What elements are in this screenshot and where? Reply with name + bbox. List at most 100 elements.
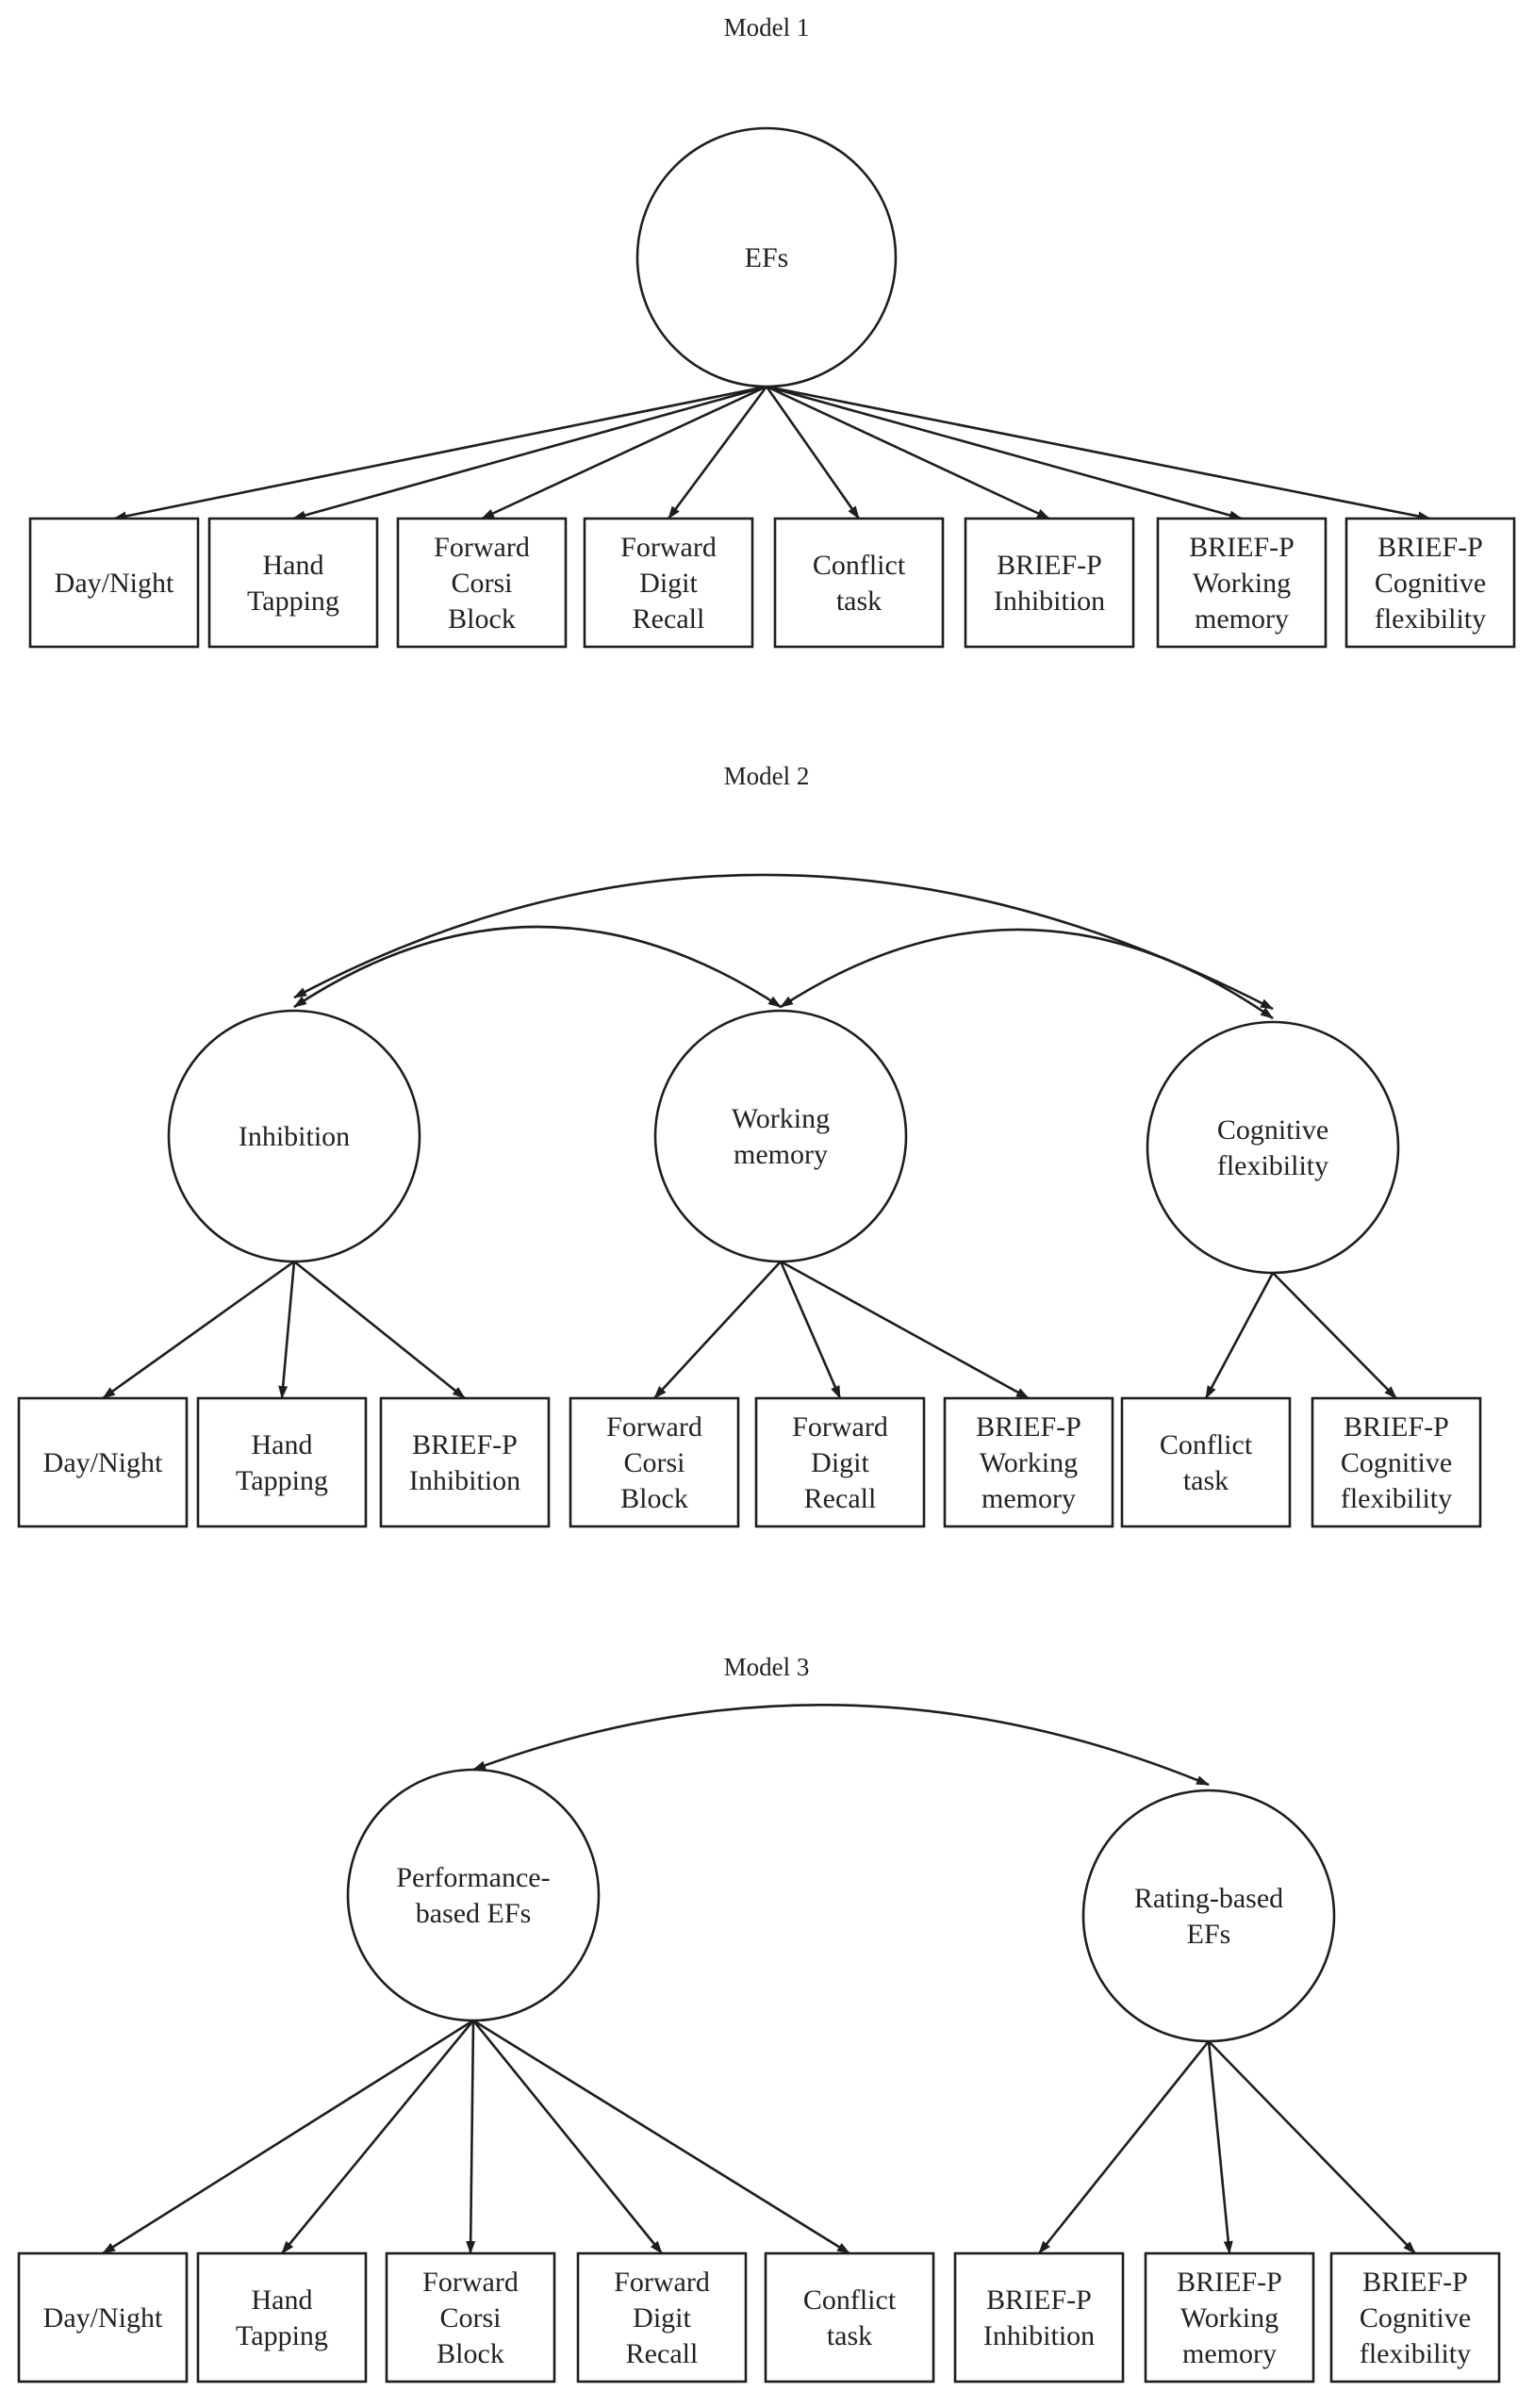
loading-arrow-inh-m2-brief-inh <box>293 1260 466 1400</box>
indicator-m2-brief-inh-label: BRIEF-P Inhibition <box>409 1429 520 1496</box>
indicator-m2-daynight-label: Day/Night <box>43 1447 163 1478</box>
indicator-m1-brief-inh-box <box>964 517 1135 649</box>
indicator-m2-corsi-box <box>569 1396 740 1528</box>
indicator-m3-brief-wm-label-line: memory <box>1182 2338 1277 2369</box>
indicator-m3-brief-wm-box <box>1144 2251 1315 2383</box>
indicator-m2-hand-box <box>196 1396 368 1528</box>
loading-arrow-rating-m3-brief-cf <box>1208 2040 1416 2254</box>
loading-arrow-perf-m3-digit <box>471 2020 664 2254</box>
latent-rating-label-line: Rating-based <box>1134 1883 1283 1914</box>
latent-efs-label: EFs <box>745 242 789 273</box>
indicator-m3-brief-cf-label-line: BRIEF-P <box>1362 2267 1468 2298</box>
indicator-m3-corsi-label-line: Corsi <box>439 2302 501 2334</box>
indicator-m1-brief-wm-label-line: memory <box>1195 603 1289 635</box>
indicator-m1-brief-wm-label-line: Working <box>1193 568 1291 599</box>
loading-arrow-cf-m2-conflict <box>1204 1272 1275 1399</box>
indicator-m2-brief-wm-box <box>943 1396 1114 1528</box>
loading-arrow-efs-m1-brief-wm <box>766 385 1243 520</box>
indicator-m1-brief-wm-label-line: BRIEF-P <box>1189 532 1295 563</box>
indicator-m2-brief-inh-label-line: Inhibition <box>409 1465 520 1496</box>
indicator-m3-daynight-label: Day/Night <box>43 2302 163 2334</box>
indicator-m3-brief-inh-label-line: BRIEF-P <box>986 2284 1092 2316</box>
indicator-m1-brief-cf-label-line: BRIEF-P <box>1377 532 1483 563</box>
indicator-m3-brief-cf-box <box>1329 2251 1501 2383</box>
indicator-m1-brief-wm-box <box>1156 517 1328 649</box>
latent-perf-circle <box>346 1768 601 2022</box>
loading-arrow-rating-m3-brief-wm <box>1207 2040 1233 2254</box>
indicator-m3-brief-cf-label-line: flexibility <box>1360 2338 1471 2369</box>
indicator-m2-conflict-box <box>1120 1396 1292 1528</box>
indicator-m1-digit-label-line: Recall <box>633 603 705 635</box>
indicator-m2-daynight-label-line: Day/Night <box>43 1447 163 1478</box>
indicator-m2-conflict-label-line: Conflict <box>1160 1429 1253 1460</box>
indicator-m1-hand-label-line: Tapping <box>247 586 339 617</box>
indicator-m2-daynight-box <box>17 1396 189 1528</box>
latent-cf-label-line: flexibility <box>1217 1150 1328 1181</box>
indicator-m2-digit-box <box>754 1396 926 1528</box>
indicator-m2-digit-label-line: Forward <box>792 1411 888 1443</box>
indicator-m2-conflict-label-line: task <box>1183 1465 1229 1496</box>
latent-perf-label-line: Performance- <box>396 1862 550 1893</box>
indicator-m3-brief-inh-label: BRIEF-P Inhibition <box>983 2284 1095 2351</box>
indicator-m2-brief-cf-box <box>1311 1396 1482 1528</box>
indicator-m3-digit-label-line: Digit <box>633 2302 691 2334</box>
indicator-m1-corsi-label-line: Forward <box>434 532 530 563</box>
loading-arrow-wm-m2-brief-wm <box>780 1260 1030 1400</box>
latent-perf-label: Performance-based EFs <box>396 1862 550 1929</box>
indicator-m1-digit-label-line: Forward <box>620 532 717 563</box>
loading-arrow-rating-m3-brief-inh <box>1037 2040 1211 2254</box>
latent-inh-label: Inhibition <box>239 1121 350 1152</box>
indicator-m3-digit-label-line: Recall <box>626 2338 699 2369</box>
indicator-m3-corsi-label-line: Block <box>437 2338 504 2369</box>
latent-efs-label-line: EFs <box>745 242 789 273</box>
indicator-m2-brief-cf-label-line: BRIEF-P <box>1344 1411 1449 1443</box>
covariance-arrow-inh-cf <box>293 873 1274 1011</box>
indicator-m1-conflict-box <box>773 517 945 649</box>
latent-rating-circle <box>1081 1789 1336 2043</box>
indicator-m1-hand-label-line: Hand <box>263 550 324 581</box>
indicator-m2-brief-inh-box <box>379 1396 551 1528</box>
indicator-m1-corsi-label-line: Corsi <box>451 568 512 599</box>
latent-efs-circle <box>635 126 898 388</box>
indicator-m3-corsi-label-line: Forward <box>422 2267 519 2298</box>
indicator-m2-brief-wm-label-line: Working <box>980 1447 1078 1478</box>
model-title: Model 1 <box>724 13 810 41</box>
latent-cf-circle <box>1146 1020 1400 1275</box>
loading-arrow-cf-m2-brief-cf <box>1272 1272 1397 1399</box>
loading-arrow-wm-m2-digit <box>779 1261 842 1399</box>
indicator-m2-conflict-label: Conflict task <box>1160 1429 1253 1496</box>
covariance-arrow-perf-rating <box>472 1704 1210 1787</box>
indicator-m1-corsi-box <box>396 517 568 649</box>
indicator-m3-digit-label-line: Forward <box>614 2267 710 2298</box>
indicator-m1-conflict-label-line: task <box>836 586 882 617</box>
indicator-m3-brief-inh-label-line: Inhibition <box>983 2320 1095 2351</box>
latent-perf-label-line: based EFs <box>416 1898 532 1929</box>
loading-arrow-perf-m3-hand <box>280 2020 475 2254</box>
loading-arrow-efs-m1-brief-cf <box>766 385 1431 521</box>
loading-arrow-efs-m1-hand <box>292 385 767 520</box>
latent-wm-label-line: Working <box>732 1103 830 1134</box>
indicator-m1-daynight-label: Day/Night <box>55 568 174 599</box>
indicator-m2-corsi-label-line: Forward <box>606 1411 702 1443</box>
indicator-m1-corsi-label-line: Block <box>448 603 516 635</box>
indicator-m3-digit-box <box>576 2251 748 2383</box>
indicator-m2-brief-inh-label-line: BRIEF-P <box>412 1429 518 1460</box>
loading-arrow-wm-m2-corsi <box>653 1261 782 1399</box>
indicator-m1-digit-box <box>583 517 754 649</box>
indicator-m2-digit-label-line: Digit <box>811 1447 869 1478</box>
indicator-m2-brief-wm-label-line: BRIEF-P <box>976 1411 1081 1443</box>
indicator-m1-hand-box <box>207 517 379 649</box>
loading-arrow-inh-m2-daynight <box>102 1260 295 1400</box>
indicator-m1-brief-cf-box <box>1344 517 1516 649</box>
